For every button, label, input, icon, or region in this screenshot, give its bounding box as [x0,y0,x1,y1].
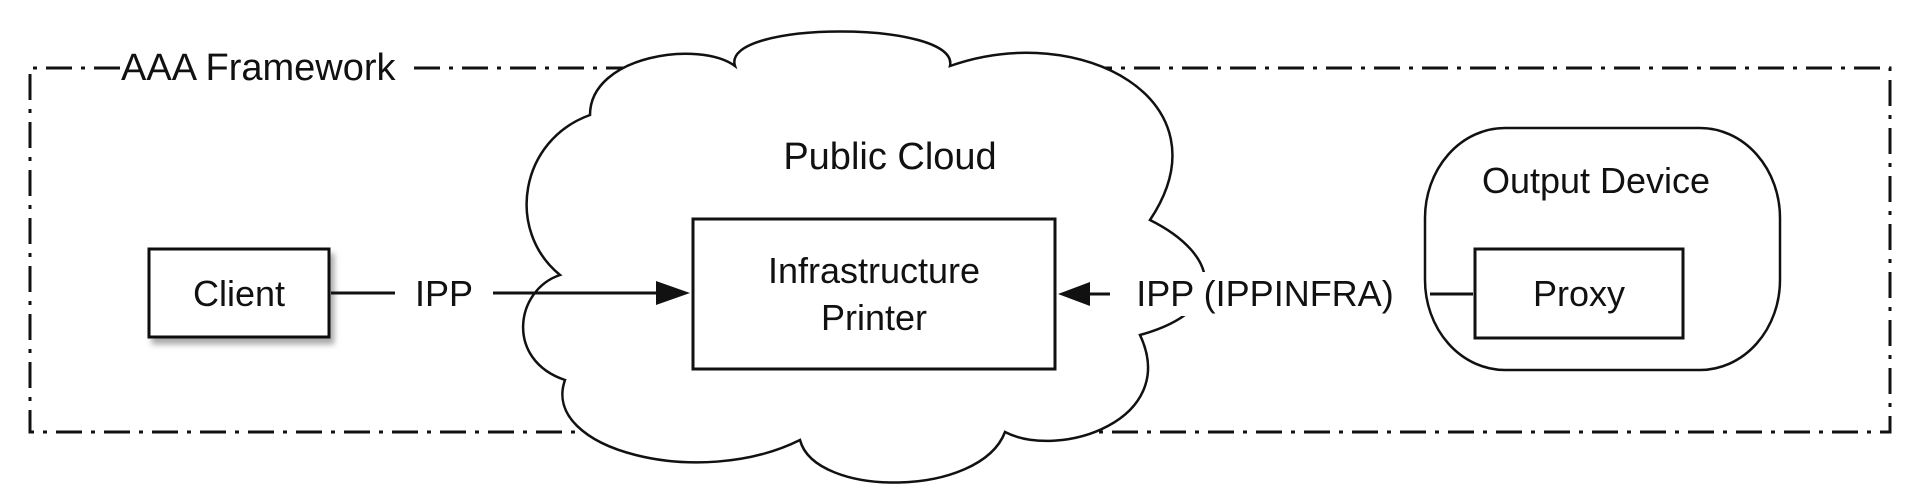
proxy-box [1473,247,1685,340]
arrowhead-to-infra-from-proxy [1058,282,1090,306]
ippinfra-label-background [1115,272,1417,316]
proxy-ipp-ippinfra-label: IPP (IPPINFRA) [1136,273,1393,314]
infrastructure-printer-box [691,217,1057,371]
client-label: Client [193,273,285,314]
infrastructure-printer-label-line2: Printer [821,297,927,338]
client-box [147,247,331,339]
output-device-label: Output Device [1482,160,1710,201]
proxy-label: Proxy [1533,273,1625,314]
aaa-framework-label: AAA Framework [121,47,397,89]
public-cloud-label: Public Cloud [783,136,996,178]
arrowhead-to-infra-from-client [656,281,690,305]
client-ipp-label: IPP [415,273,473,314]
infrastructure-printer-label-line1: Infrastructure [768,250,980,291]
